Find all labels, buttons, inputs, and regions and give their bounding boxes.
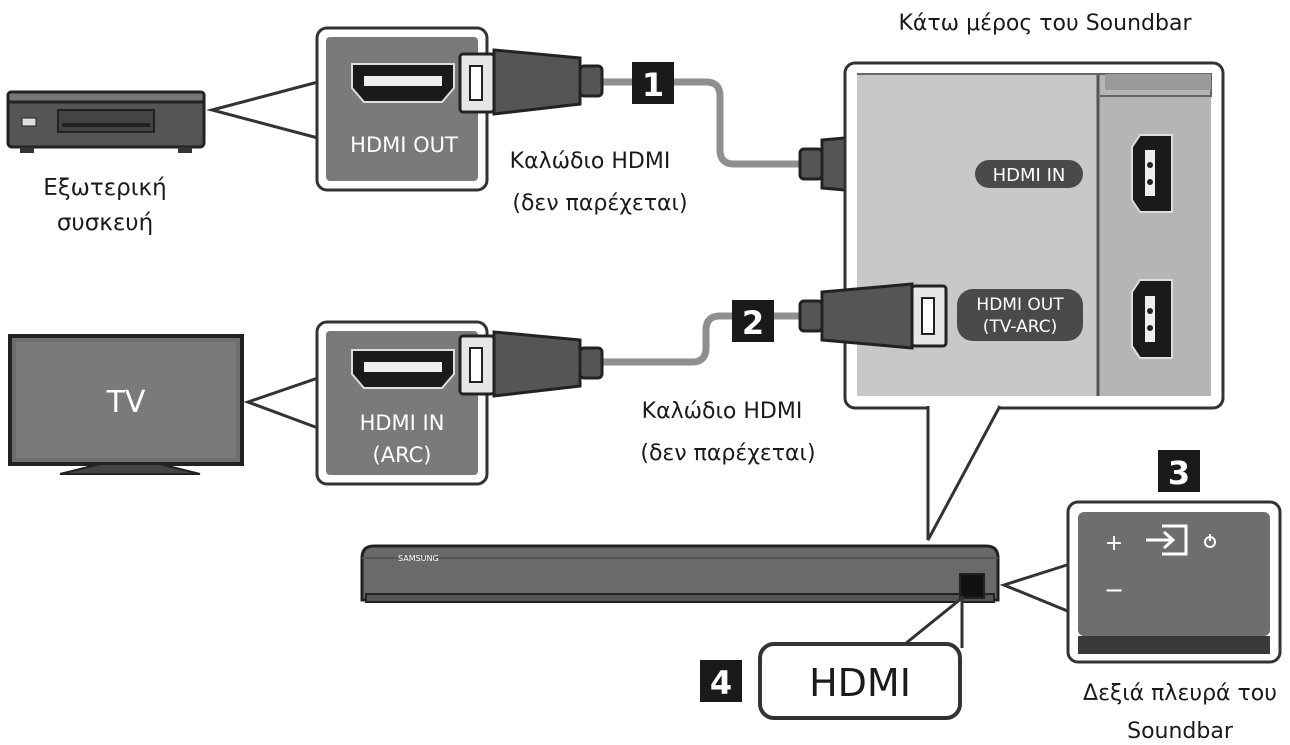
power-icon[interactable] [1204,534,1216,548]
tv-port-label-line1: HDMI IN [360,411,445,435]
step-1-number: 1 [642,66,664,104]
soundbar-hdmi-out-port [1131,279,1173,359]
hdmi-plug-soundbar-out [798,282,948,350]
external-device-label-line2: συσκευή [57,210,153,236]
soundbar-bottom-title: Κάτω μέρος του Soundbar [898,11,1192,36]
external-device-callout [206,80,320,140]
soundbar-icon [360,544,1000,603]
soundbar-hdmi-in-label: HDMI IN [993,165,1066,186]
tv-hdmi-in-port-box [315,320,489,486]
cable-1-label-line2: (δεν παρέχεται) [512,191,687,216]
soundbar-hdmi-out-label-line1: HDMI OUT [976,295,1064,315]
tv-icon [8,334,244,475]
soundbar-panel-callout [926,405,1002,541]
soundbar-hdmi-in-pill [975,160,1083,188]
hdmi-port-icon [351,63,455,103]
hdmi-plug-external-out [458,48,604,116]
hdmi-display-box [758,642,962,720]
soundbar-hdmi-out-label-line2: (TV-ARC) [983,317,1058,337]
hdmi-cable-2 [600,312,806,366]
step-2-number: 2 [742,304,764,342]
external-device-icon [6,90,206,153]
volume-down-button[interactable]: − [1104,576,1124,604]
step-2-badge [732,300,774,342]
soundbar-hdmi-in-port [1131,134,1173,213]
step-3-badge [1158,450,1200,492]
soundbar-side-callout [999,561,1072,615]
soundbar-brand: SAMSUNG [398,554,439,563]
soundbar-hdmi-out-pill [957,289,1083,341]
volume-up-button[interactable]: + [1105,531,1123,556]
external-hdmi-out-port-label: HDMI OUT [350,133,458,157]
hdmi-port-icon [351,349,455,389]
step-4-number: 4 [710,664,732,702]
step-1-badge [632,62,674,104]
hdmi-display-callout [899,594,964,650]
hdmi-cable-1 [600,78,806,168]
external-device-label-line1: Εξωτερική [43,175,166,201]
step-4-badge [700,660,742,702]
cable-1-label-line1: Καλώδιο HDMI [510,149,671,174]
soundbar-side-panel [1066,500,1282,664]
soundbar-side-label-line1: Δεξιά πλευρά του [1083,681,1277,706]
cable-2-label-line2: (δεν παρέχεται) [640,441,815,466]
tv-callout [243,375,320,431]
step-3-number: 3 [1168,454,1190,492]
tv-label: TV [106,385,146,420]
soundbar-side-label-line2: Soundbar [1127,719,1234,744]
hdmi-display-text: HDMI [809,661,911,705]
cable-2-label-line1: Καλώδιο HDMI [642,399,803,424]
hdmi-plug-tv-in [458,330,604,398]
source-input-icon[interactable] [1146,524,1188,556]
tv-port-label-line2: (ARC) [373,443,432,467]
